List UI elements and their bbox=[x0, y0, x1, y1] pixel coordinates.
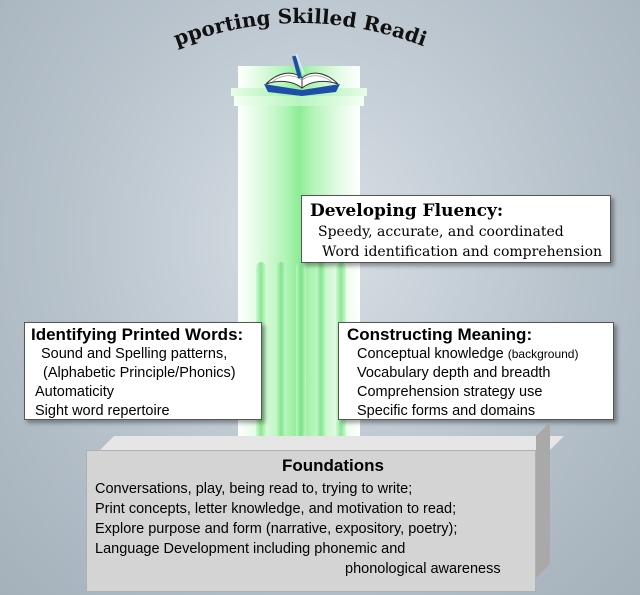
constructing-meaning-box: Constructing Meaning: Conceptual knowled… bbox=[338, 322, 614, 420]
identifying-printed-words-heading: Identifying Printed Words: bbox=[31, 325, 244, 344]
meaning-line-text: Conceptual knowledge bbox=[357, 346, 504, 362]
open-book-icon bbox=[264, 53, 340, 96]
diagram-title: Supporting Skilled Reading bbox=[150, 0, 431, 51]
meaning-line: Vocabulary depth and breadth bbox=[357, 365, 551, 381]
identifying-printed-words-box: Identifying Printed Words: Sound and Spe… bbox=[24, 322, 262, 420]
base-front-face: Foundations Conversations, play, being r… bbox=[86, 450, 536, 592]
pillar-capital-lower bbox=[234, 96, 364, 106]
title-text: Supporting Skilled Reading bbox=[150, 0, 431, 51]
foundations-line: Print concepts, letter knowledge, and mo… bbox=[95, 501, 457, 517]
meaning-line: Conceptual knowledge (background) bbox=[347, 345, 613, 364]
identifying-line: Sound and Spelling patterns, bbox=[41, 346, 228, 362]
identifying-line: (Alphabetic Principle/Phonics) bbox=[43, 365, 236, 381]
pillar-flute bbox=[316, 262, 326, 440]
developing-fluency-heading: Developing Fluency: bbox=[310, 201, 504, 221]
constructing-meaning-heading: Constructing Meaning: bbox=[347, 325, 533, 344]
developing-fluency-box: Developing Fluency: Speedy, accurate, an… bbox=[301, 195, 611, 263]
foundations-base: Foundations Conversations, play, being r… bbox=[86, 422, 564, 592]
pillar-flute bbox=[276, 262, 286, 440]
identifying-line: Sight word repertoire bbox=[35, 403, 170, 419]
pillar-flute bbox=[296, 262, 306, 440]
fluency-line: Speedy, accurate, and coordinated bbox=[318, 224, 564, 240]
meaning-line: Specific forms and domains bbox=[357, 403, 536, 419]
foundations-line: Explore purpose and form (narrative, exp… bbox=[95, 521, 458, 537]
identifying-line: Automaticity bbox=[35, 384, 114, 400]
foundations-heading: Foundations bbox=[282, 456, 384, 475]
meaning-line-note: (background) bbox=[507, 347, 579, 361]
meaning-line: Comprehension strategy use bbox=[357, 384, 543, 400]
foundations-line: phonological awareness bbox=[345, 561, 501, 577]
foundations-line: Conversations, play, being read to, tryi… bbox=[95, 481, 413, 497]
base-top-face bbox=[100, 436, 564, 450]
base-side-face bbox=[536, 422, 550, 578]
fluency-line: Word identification and comprehension bbox=[322, 244, 603, 260]
foundations-line: Language Development including phonemic … bbox=[95, 541, 406, 557]
